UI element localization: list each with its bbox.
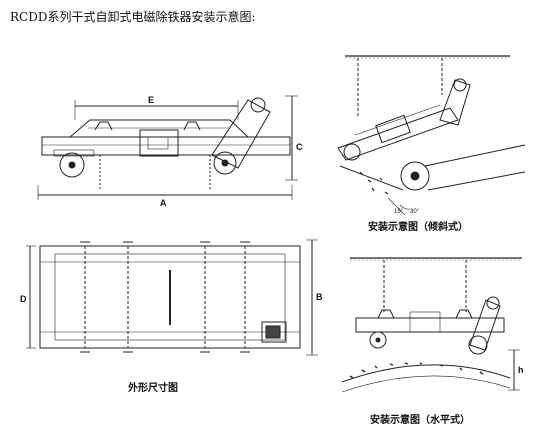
horizontal-view — [341, 257, 522, 393]
top-view — [26, 239, 318, 356]
caption-outline: 外形尺寸图 — [128, 383, 178, 394]
caption-horizontal: 安装示意图（水平式） — [370, 415, 470, 426]
dim-A: A — [160, 198, 167, 208]
page-title: RCDD系列干式自卸式电磁除铁器安装示意图: — [10, 10, 256, 24]
dim-D: D — [20, 294, 27, 304]
dim-E: E — [148, 95, 154, 105]
angle-15: 15° — [394, 209, 404, 215]
side-view — [37, 95, 298, 200]
dim-h: h — [518, 365, 524, 375]
dim-C: C — [296, 142, 303, 152]
caption-incline: 安装示意图（倾斜式） — [368, 222, 468, 233]
dim-B: B — [316, 292, 323, 302]
incline-view — [337, 55, 526, 216]
angle-30: 30° — [410, 209, 420, 215]
